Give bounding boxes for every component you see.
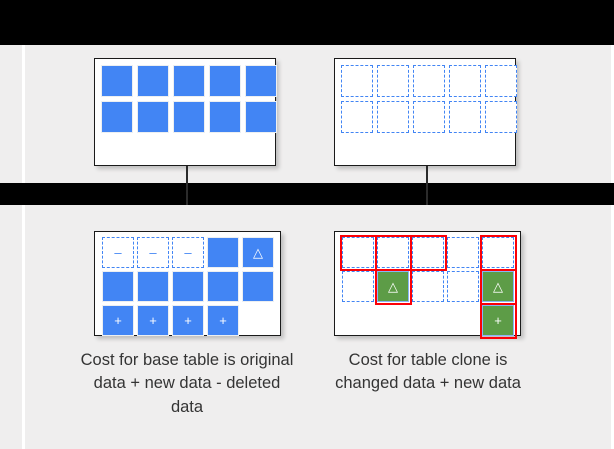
table-cell-r2-c5 <box>245 101 277 133</box>
table-cell-r1-c4 <box>209 65 241 97</box>
table-cell-r1-c2 <box>374 234 412 271</box>
table-cell-r1-c2 <box>137 65 169 97</box>
panel-right-rail <box>611 45 614 183</box>
panel-right-rail <box>611 205 614 449</box>
table-cell-r1-c5: △ <box>242 237 274 268</box>
base-table-after-grid: – – – △ + + + + <box>102 237 274 336</box>
cell-glyph: – <box>149 245 157 260</box>
table-cell-r2-c1 <box>102 271 134 302</box>
table-cell-r3-c1: + <box>102 305 134 336</box>
table-cell-r1-c4 <box>207 237 239 268</box>
table-cell-r1-c2 <box>377 65 409 97</box>
middle-letterbox-band <box>0 183 614 205</box>
table-cell-r1-c3: – <box>172 237 204 268</box>
panel-left-rail <box>22 205 25 449</box>
table-cell-r2-c4 <box>447 271 479 302</box>
cell-glyph: + <box>184 313 192 328</box>
cell-glyph: – <box>184 245 192 260</box>
table-cell-r2-c2: △ <box>374 268 412 305</box>
table-cell-r2-c4 <box>449 101 481 133</box>
table-cell-r1-c1 <box>101 65 133 97</box>
table-cell-r1-c2: – <box>137 237 169 268</box>
table-cell-r3-c3 <box>412 305 444 336</box>
table-cell-r3-c4 <box>447 305 479 336</box>
cell-glyph: + <box>149 313 157 328</box>
table-cell-r3-c5 <box>242 305 274 336</box>
cell-glyph: + <box>494 313 502 328</box>
table-cell-r2-c5 <box>485 101 517 133</box>
cell-glyph: + <box>219 313 227 328</box>
table-cell-r1-c3 <box>173 65 205 97</box>
table-cell-r1-c3 <box>413 65 445 97</box>
table-cell-r3-c2 <box>377 305 409 336</box>
table-cell-r1-c5 <box>479 234 517 271</box>
table-cell-r2-c1 <box>341 101 373 133</box>
clone-table-after-grid: △ △ + <box>339 234 517 339</box>
clone-table-after-card: △ △ + <box>334 231 521 339</box>
table-cell-r2-c3 <box>412 271 444 302</box>
table-cell-r2-c2 <box>137 271 169 302</box>
cell-glyph: △ <box>493 279 503 294</box>
table-cell-r3-c4: + <box>207 305 239 336</box>
table-cell-r3-c1 <box>342 305 374 336</box>
table-cell-r2-c5: △ <box>479 268 517 305</box>
base-table-before-card <box>94 58 277 166</box>
clone-table-before-grid <box>341 65 517 133</box>
caption-base-table: Cost for base table is original data + n… <box>80 351 294 416</box>
table-cell-r2-c5 <box>242 271 274 302</box>
diagram-panel-before <box>0 45 614 183</box>
cell-glyph: △ <box>388 279 398 294</box>
table-cell-r2-c3 <box>413 101 445 133</box>
table-cell-r2-c2 <box>377 101 409 133</box>
table-cell-r2-c3 <box>172 271 204 302</box>
table-cell-r2-c2 <box>137 101 169 133</box>
table-cell-r2-c4 <box>207 271 239 302</box>
panel-left-rail <box>22 45 25 183</box>
table-cell-r1-c1 <box>341 65 373 97</box>
clone-table-before-card <box>334 58 517 166</box>
table-cell-r2-c1 <box>101 101 133 133</box>
table-cell-r1-c1 <box>339 234 377 271</box>
table-cell-r1-c5 <box>485 65 517 97</box>
cell-glyph: △ <box>253 245 263 260</box>
table-cell-r3-c2: + <box>137 305 169 336</box>
table-cell-r2-c1 <box>342 271 374 302</box>
table-cell-r2-c3 <box>173 101 205 133</box>
table-cell-r1-c3 <box>409 234 447 271</box>
table-cell-r3-c3: + <box>172 305 204 336</box>
caption-table-clone: Cost for table clone is changed data + n… <box>335 351 521 393</box>
table-cell-r1-c5 <box>245 65 277 97</box>
top-letterbox-band <box>0 0 614 45</box>
cell-glyph: – <box>114 245 122 260</box>
table-cell-r2-c4 <box>209 101 241 133</box>
base-table-before-grid <box>101 65 277 133</box>
cell-glyph: + <box>114 313 122 328</box>
table-cell-r1-c4 <box>447 237 479 268</box>
table-cell-r3-c5: + <box>479 302 517 339</box>
table-cell-r1-c4 <box>449 65 481 97</box>
base-table-after-card: – – – △ + + + + <box>94 231 281 336</box>
table-cell-r1-c1: – <box>102 237 134 268</box>
